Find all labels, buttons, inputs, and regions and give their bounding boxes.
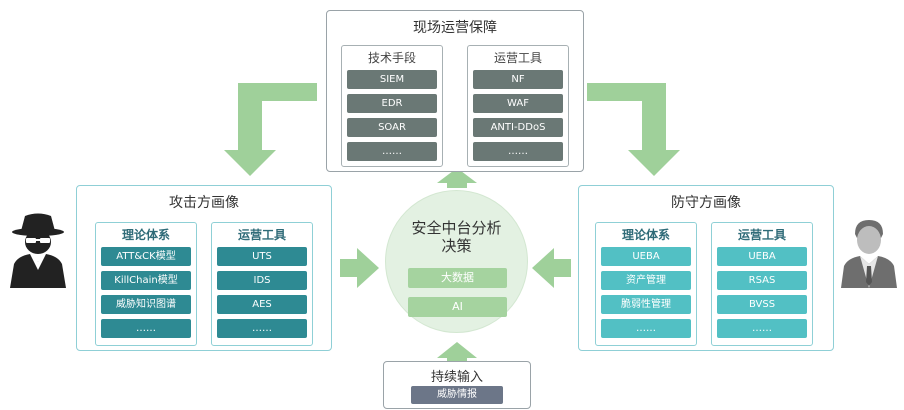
- list-item: KillChain模型: [101, 271, 191, 290]
- hacker-icon: [6, 212, 70, 288]
- center-analysis-circle: 安全中台分析 决策 大数据 AI: [385, 190, 528, 333]
- defender-col-tools-title: 运营工具: [737, 228, 786, 242]
- top-panel-title: 现场运营保障: [413, 20, 497, 36]
- list-item: UTS: [217, 247, 307, 266]
- bottom-panel-title: 持续输入: [430, 370, 483, 385]
- list-item: NF: [473, 70, 563, 89]
- list-item: ……: [347, 142, 437, 161]
- list-item: UEBA: [601, 247, 691, 266]
- attacker-panel-title: 攻击方画像: [169, 195, 239, 211]
- list-item: 威胁知识图谱: [101, 295, 191, 314]
- list-item: IDS: [217, 271, 307, 290]
- list-item: ……: [717, 319, 807, 338]
- list-item: ATT&CK模型: [101, 247, 191, 266]
- defender-col-tools: 运营工具 UEBA RSAS BVSS ……: [711, 222, 813, 346]
- list-item: WAF: [473, 94, 563, 113]
- defender-col-theory-title: 理论体系: [621, 228, 670, 242]
- center-title-line1: 安全中台分析: [411, 219, 502, 237]
- bottom-panel: 持续输入 威胁情报: [383, 361, 531, 409]
- list-item: BVSS: [717, 295, 807, 314]
- list-item: ……: [217, 319, 307, 338]
- list-item: ANTI-DDoS: [473, 118, 563, 137]
- list-item: SOAR: [347, 118, 437, 137]
- bottom-item-threat-intel: 威胁情报: [411, 386, 503, 404]
- arrow-bottom-to-center: [437, 342, 477, 362]
- attacker-col-tools: 运营工具 UTS IDS AES ……: [211, 222, 313, 346]
- center-item-ai: AI: [408, 297, 507, 317]
- list-item: ……: [101, 319, 191, 338]
- arrow-top-to-right: [587, 83, 680, 176]
- center-title-line2: 决策: [441, 237, 472, 255]
- arrow-right-to-center: [532, 248, 571, 288]
- list-item: EDR: [347, 94, 437, 113]
- list-item: 资产管理: [601, 271, 691, 290]
- top-col-tools: 运营工具 NF WAF ANTI-DDoS ……: [467, 45, 569, 167]
- list-item: 脆弱性管理: [601, 295, 691, 314]
- user-icon: [838, 216, 900, 288]
- list-item: AES: [217, 295, 307, 314]
- defender-col-theory: 理论体系 UEBA 资产管理 脆弱性管理 ……: [595, 222, 697, 346]
- arrow-top-to-center: [437, 168, 477, 188]
- list-item: RSAS: [717, 271, 807, 290]
- list-item: UEBA: [717, 247, 807, 266]
- top-col-tech-title: 技术手段: [367, 51, 416, 65]
- list-item: SIEM: [347, 70, 437, 89]
- defender-panel: 防守方画像 理论体系 UEBA 资产管理 脆弱性管理 …… 运营工具 UEBA …: [578, 185, 834, 351]
- list-item: ……: [473, 142, 563, 161]
- arrow-left-to-center: [340, 248, 379, 288]
- attacker-col-theory-title: 理论体系: [121, 228, 170, 242]
- arrow-top-to-left: [224, 83, 317, 176]
- list-item: ……: [601, 319, 691, 338]
- attacker-col-theory: 理论体系 ATT&CK模型 KillChain模型 威胁知识图谱 ……: [95, 222, 197, 346]
- attacker-panel: 攻击方画像 理论体系 ATT&CK模型 KillChain模型 威胁知识图谱 ……: [76, 185, 332, 351]
- top-col-tools-title: 运营工具: [493, 51, 542, 65]
- top-panel: 现场运营保障 技术手段 SIEM EDR SOAR …… 运营工具 NF WAF…: [326, 10, 584, 172]
- top-col-tech: 技术手段 SIEM EDR SOAR ……: [341, 45, 443, 167]
- attacker-col-tools-title: 运营工具: [237, 228, 286, 242]
- defender-panel-title: 防守方画像: [671, 195, 741, 211]
- center-item-bigdata: 大数据: [408, 268, 507, 288]
